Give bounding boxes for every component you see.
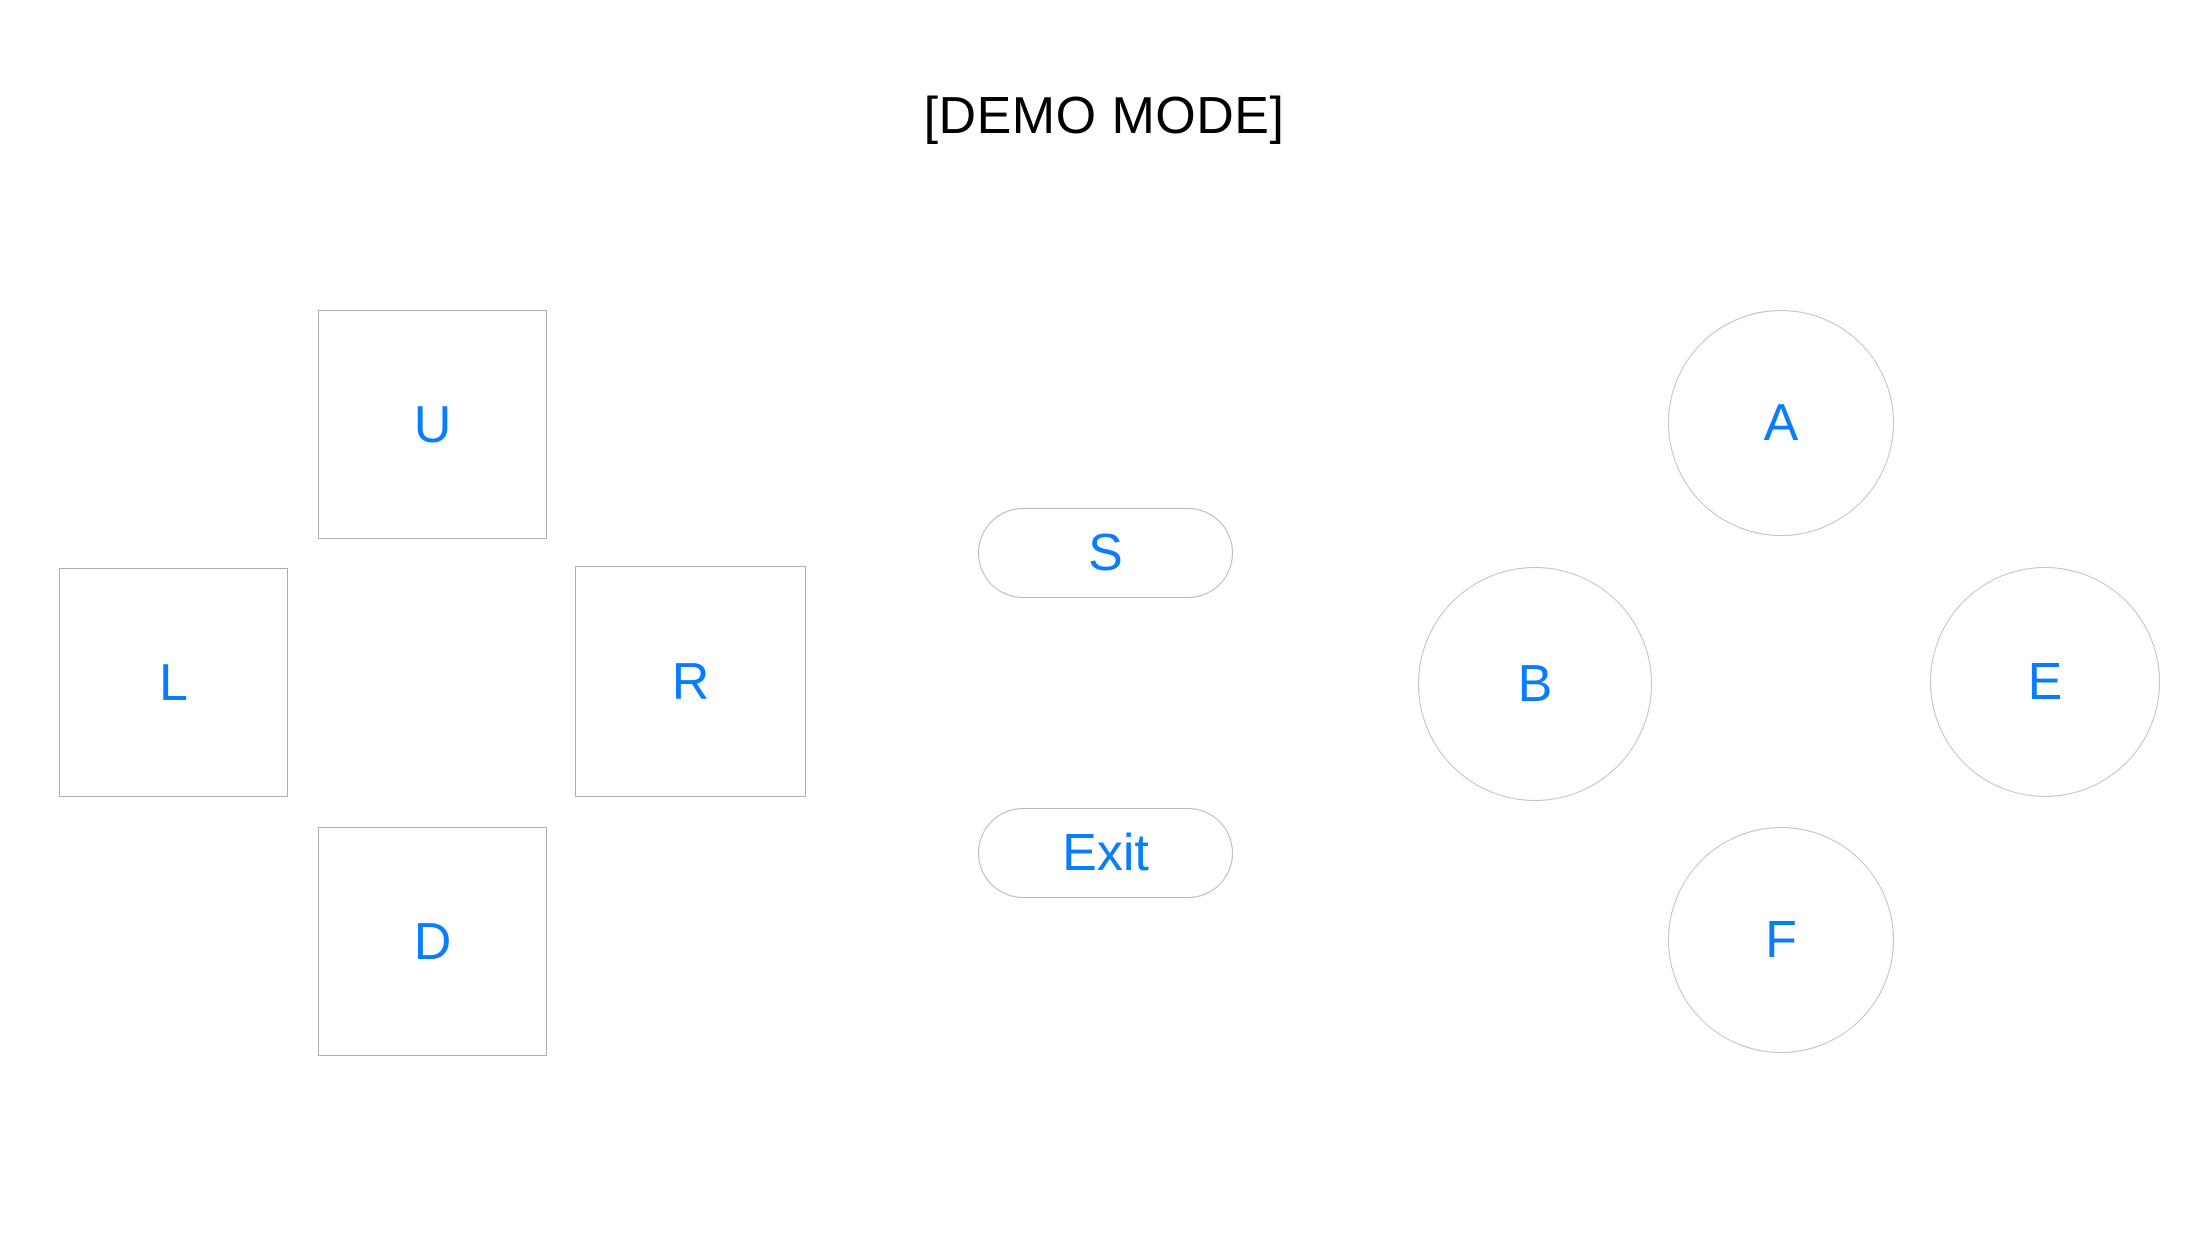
action-button-b[interactable]: B — [1418, 567, 1652, 801]
exit-button[interactable]: Exit — [978, 808, 1233, 898]
dpad-button-up[interactable]: U — [318, 310, 547, 539]
select-button[interactable]: S — [978, 508, 1233, 598]
dpad-button-right[interactable]: R — [575, 566, 806, 797]
action-button-a[interactable]: A — [1668, 310, 1894, 536]
dpad-button-down[interactable]: D — [318, 827, 547, 1056]
action-button-f[interactable]: F — [1668, 827, 1894, 1053]
page-title: [DEMO MODE] — [923, 87, 1285, 145]
action-button-e[interactable]: E — [1930, 567, 2160, 797]
dpad-button-left[interactable]: L — [59, 568, 288, 797]
